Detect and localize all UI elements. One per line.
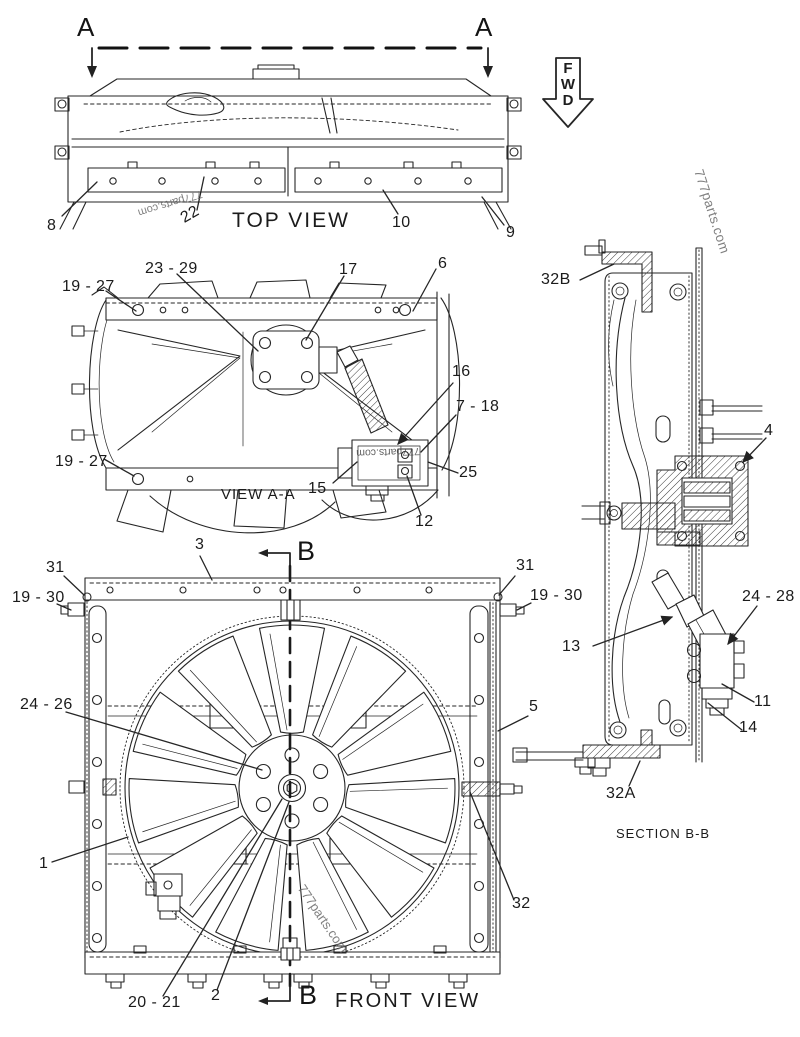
section-b-marker-top: B (297, 536, 316, 566)
callout-25: 25 (459, 464, 478, 481)
callout-15: 15 (308, 480, 327, 497)
callout-14: 14 (739, 719, 758, 736)
callout-17: 17 (339, 261, 358, 278)
callout-31-right: 31 (516, 557, 535, 574)
callout-8: 8 (47, 217, 57, 234)
callout-3: 3 (195, 536, 205, 553)
fwd-direction-arrow: F W D (552, 61, 584, 109)
callout-24-26: 24 - 26 (20, 696, 73, 713)
callout-19-27-top: 19 - 27 (62, 278, 115, 295)
front-view-caption: FRONT VIEW (335, 990, 481, 1012)
section-a-marker-left: A (77, 12, 95, 42)
fwd-letter-f: F (563, 60, 573, 77)
top-view-drawing (54, 46, 522, 230)
callout-10: 10 (392, 214, 411, 231)
section-b-marker-bottom: B (299, 980, 318, 1010)
front-view-drawing (51, 549, 532, 1005)
callout-19-30-right: 19 - 30 (530, 587, 583, 604)
callout-31-left: 31 (46, 559, 65, 576)
callout-5: 5 (529, 698, 539, 715)
fwd-arrow-outline (542, 57, 594, 128)
callout-19-27-bottom: 19 - 27 (55, 453, 108, 470)
callout-1: 1 (39, 855, 49, 872)
callout-13: 13 (562, 638, 581, 655)
callout-32b: 32B (541, 271, 571, 288)
callout-4: 4 (764, 422, 774, 439)
top-view-caption: TOP VIEW (232, 209, 350, 232)
section-bb-drawing (512, 239, 767, 787)
callout-16: 16 (452, 363, 471, 380)
fwd-letter-w: W (560, 76, 576, 93)
callout-9: 9 (506, 224, 516, 241)
callout-24-28: 24 - 28 (742, 588, 795, 605)
section-bb-caption: SECTION B-B (616, 826, 711, 841)
callout-12: 12 (415, 513, 434, 530)
callout-20-21: 20 - 21 (128, 994, 181, 1011)
view-aa-caption: VIEW A-A (221, 486, 296, 503)
callout-32: 32 (512, 895, 531, 912)
callout-6: 6 (438, 255, 448, 272)
callout-7-18: 7 - 18 (456, 398, 500, 415)
view-aa-drawing (71, 268, 461, 534)
callout-32a: 32A (606, 785, 636, 802)
callout-2: 2 (211, 987, 221, 1004)
callout-19-30-left: 19 - 30 (12, 589, 65, 606)
fwd-letter-d: D (562, 92, 574, 109)
section-a-marker-right: A (475, 12, 493, 42)
callout-23-29: 23 - 29 (145, 260, 198, 277)
callout-11: 11 (754, 693, 772, 710)
